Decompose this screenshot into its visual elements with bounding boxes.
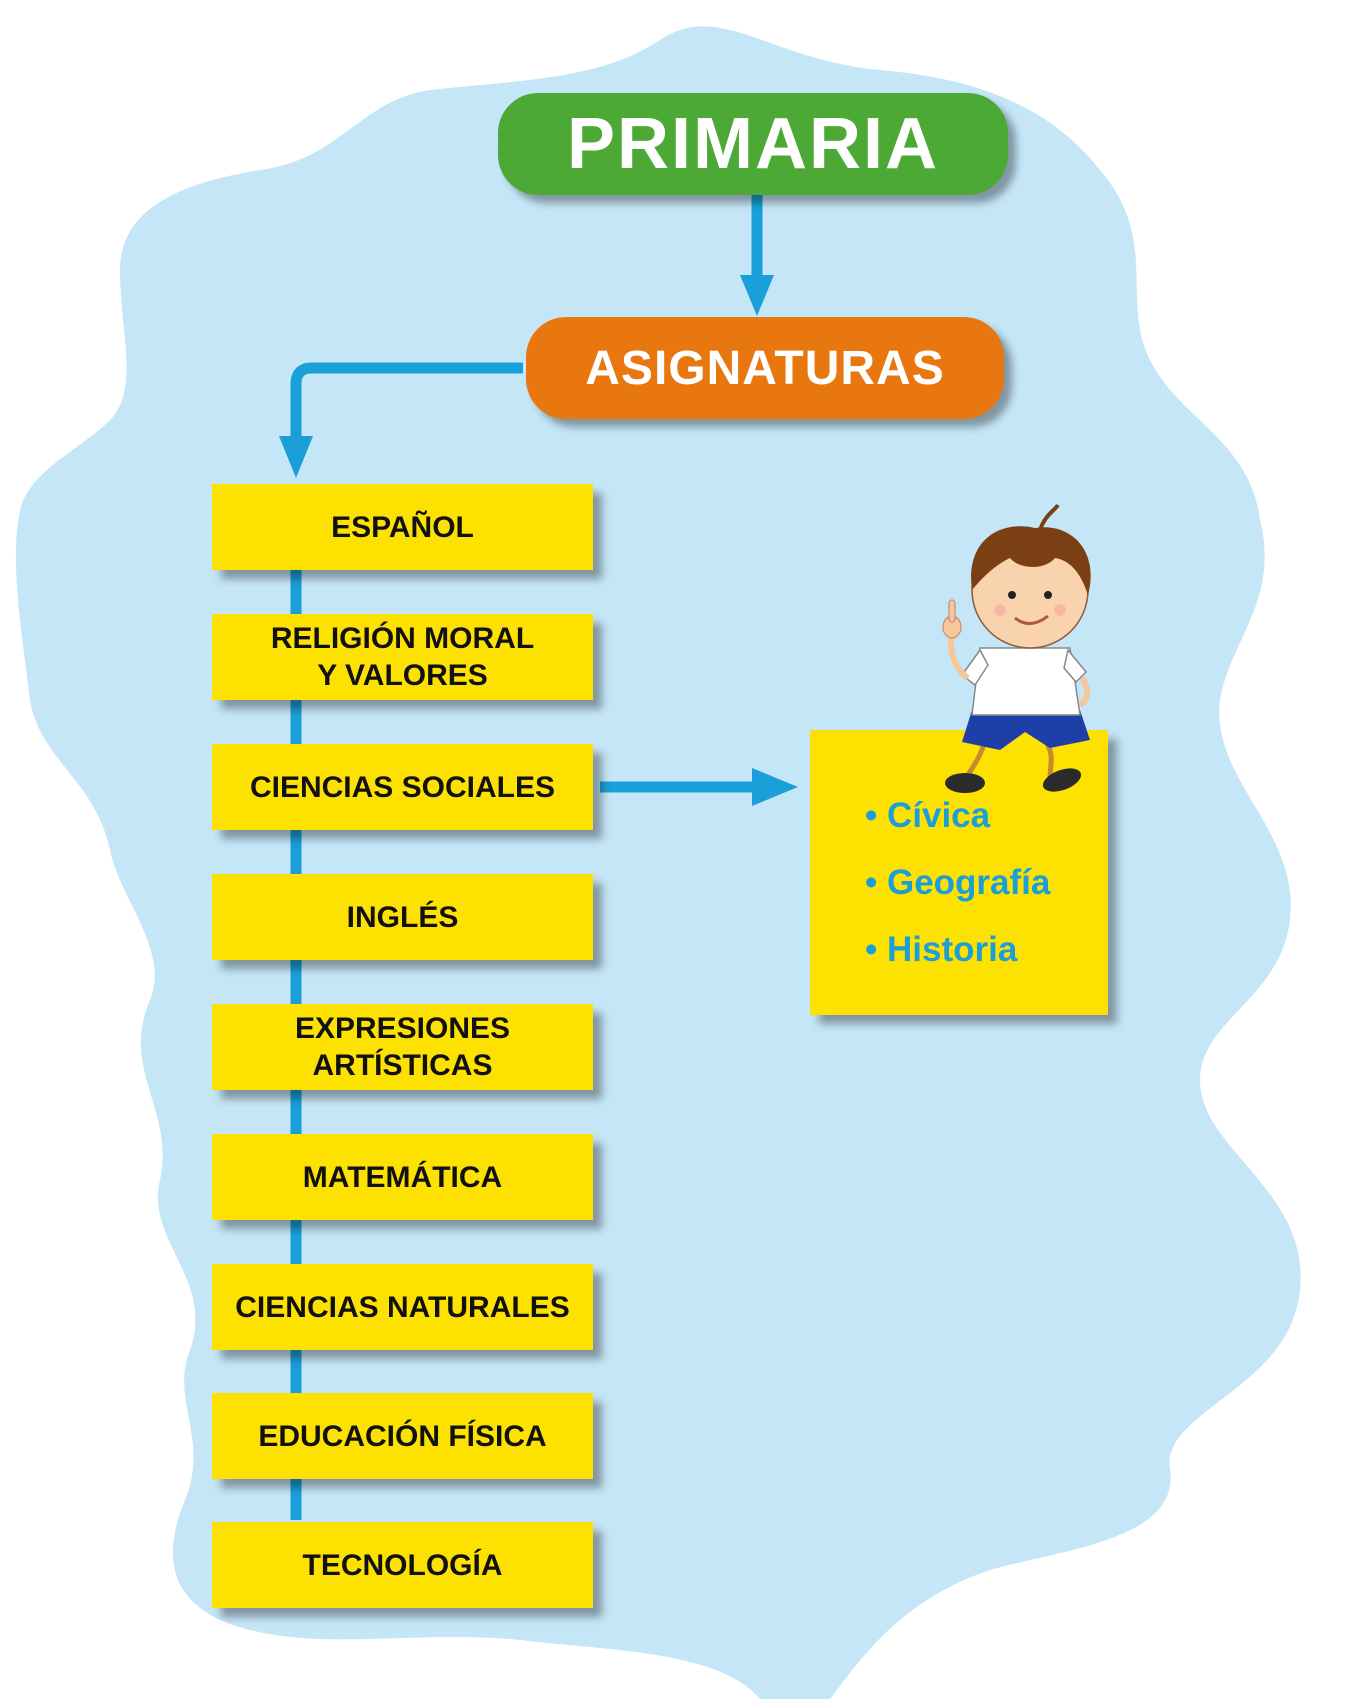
- detail-item-civica: • Cívica: [865, 796, 991, 835]
- arrowhead-right-icon: [752, 768, 798, 806]
- arrowhead-down-icon: [279, 436, 313, 478]
- detail-item-historia: • Historia: [865, 930, 1018, 969]
- primaria-box: PRIMARIA: [498, 93, 1008, 195]
- subject-educacion-fisica: EDUCACIÓN FÍSICA: [212, 1393, 593, 1479]
- subject-expresiones-artisticas: EXPRESIONES ARTÍSTICAS: [212, 1004, 593, 1090]
- subtitle-to-subjects-line: [290, 362, 523, 445]
- arrowhead-down-icon: [740, 275, 774, 316]
- subject-religion-moral-valores: RELIGIÓN MORAL Y VALORES: [212, 614, 593, 700]
- subject-espanol: ESPAÑOL: [212, 484, 593, 570]
- subject-ciencias-sociales: CIENCIAS SOCIALES: [212, 744, 593, 830]
- asignaturas-box: ASIGNATURAS: [526, 317, 1004, 419]
- subject-ingles: INGLÉS: [212, 874, 593, 960]
- detail-item-geografia: • Geografía: [865, 863, 1051, 902]
- detail-list: • Cívica • Geografía • Historia: [865, 782, 1050, 983]
- subject-ciencias-naturales: CIENCIAS NATURALES: [212, 1264, 593, 1350]
- subject-tecnologia: TECNOLOGÍA: [212, 1522, 593, 1608]
- subject-matematica: MATEMÁTICA: [212, 1134, 593, 1220]
- cartoon-boy-icon: [942, 503, 1091, 793]
